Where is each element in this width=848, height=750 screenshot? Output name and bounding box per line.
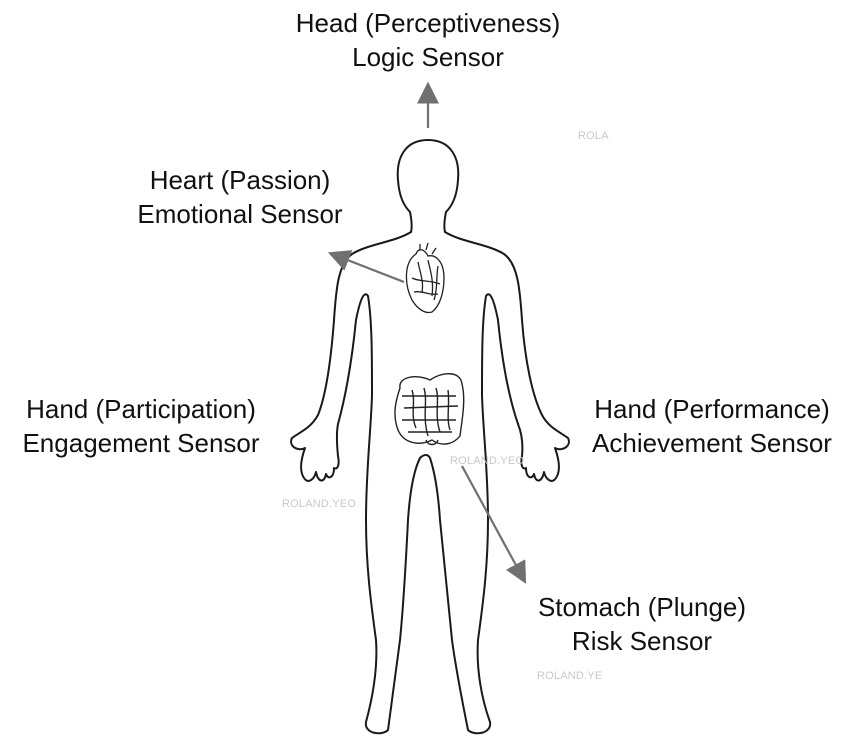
heart-icon xyxy=(406,243,444,313)
heart-label: Heart (Passion) Emotional Sensor xyxy=(110,163,370,231)
watermark: ROLA xyxy=(578,130,609,142)
head-label-line2: Logic Sensor xyxy=(268,40,588,74)
right-hand-label: Hand (Performance) Achievement Sensor xyxy=(578,392,846,460)
head-label: Head (Perceptiveness) Logic Sensor xyxy=(268,6,588,74)
left-hand-label: Hand (Participation) Engagement Sensor xyxy=(2,392,280,460)
watermark: ROLAND.YEO xyxy=(450,455,524,467)
arrows xyxy=(332,86,524,580)
stomach-label-line2: Risk Sensor xyxy=(512,624,772,658)
intestines-icon xyxy=(395,374,464,445)
stomach-label: Stomach (Plunge) Risk Sensor xyxy=(512,590,772,658)
heart-label-line2: Emotional Sensor xyxy=(110,197,370,231)
left-body-contour xyxy=(291,232,420,733)
watermark: ROLAND.YEO xyxy=(282,498,356,510)
heart-label-line1: Heart (Passion) xyxy=(110,163,370,197)
left-hand-label-line1: Hand (Participation) xyxy=(2,392,280,426)
right-body-contour xyxy=(420,232,569,733)
stomach-label-line1: Stomach (Plunge) xyxy=(512,590,772,624)
right-hand-label-line1: Hand (Performance) xyxy=(578,392,846,426)
right-hand-label-line2: Achievement Sensor xyxy=(578,426,846,460)
watermark: ROLAND.YE xyxy=(537,670,602,682)
head-label-line1: Head (Perceptiveness) xyxy=(268,6,588,40)
left-hand-label-line2: Engagement Sensor xyxy=(2,426,280,460)
head-outline xyxy=(398,140,428,232)
head-outline-right xyxy=(428,140,458,232)
arrow-stomach xyxy=(462,466,524,580)
